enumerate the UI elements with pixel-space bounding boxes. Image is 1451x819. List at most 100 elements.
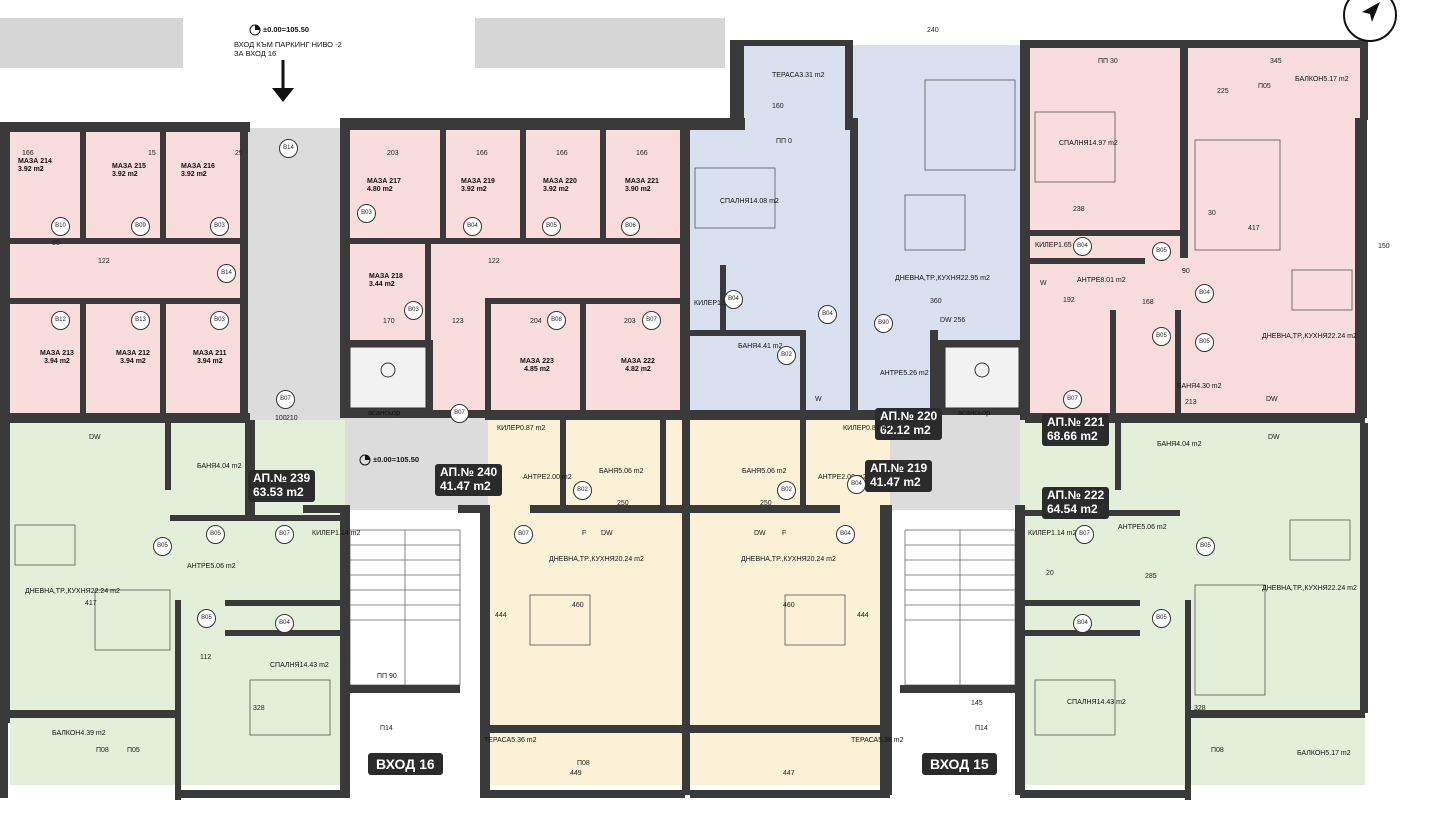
elevator-label-right: асансьор	[958, 408, 991, 417]
door-tag: B07	[276, 390, 295, 409]
window-tag: П14	[975, 725, 988, 732]
dim-label: 328	[1194, 705, 1206, 712]
dim-label: 240	[927, 27, 939, 34]
furniture	[14, 79, 1353, 736]
door-tag: B04	[847, 475, 866, 494]
dim-label: 204	[530, 318, 542, 325]
dim-label: 166	[636, 150, 648, 157]
stair-left	[349, 529, 461, 686]
room-bedroom-239: СПАЛНЯ14.43 m2	[270, 662, 329, 669]
dim-label: ПП 0	[776, 138, 792, 145]
door-tag: B05	[197, 609, 216, 628]
room-terrace-220: ТЕРАСА3.31 m2	[772, 72, 825, 79]
dim-label: ПП 30	[1098, 58, 1118, 65]
appliance-label: DW	[601, 530, 613, 537]
room-closet-240: КИЛЕР0.87 m2	[497, 425, 546, 432]
room-closet-239: КИЛЕР1.14 m2	[312, 530, 361, 537]
door-tag: B02	[777, 481, 796, 500]
door-tag: B09	[131, 217, 150, 236]
dim-label: 238	[1073, 206, 1085, 213]
appliance-label: DW	[89, 434, 101, 441]
dim-label: 123	[452, 318, 464, 325]
room-balcony-221-top: БАЛКОН5.17 m2	[1295, 76, 1349, 83]
dim-label: 203	[387, 150, 399, 157]
door-tag: B03	[210, 311, 229, 330]
door-tag: B13	[131, 311, 150, 330]
room-hall-240: АНТРЕ2.00 m2	[523, 474, 572, 481]
storage-zone-left	[10, 130, 245, 415]
parking-note-line-1: ВХОД КЪМ ПАРКИНГ НИВО -2	[234, 40, 342, 49]
level-marker-symbols	[249, 24, 371, 466]
door-tag: B04	[463, 217, 482, 236]
dim-label: 203	[624, 318, 636, 325]
door-tag: B14	[279, 139, 298, 158]
room-bath-240: БАНЯ5.06 m2	[599, 468, 644, 475]
window-tag: П08	[577, 760, 590, 767]
room-closet-221: КИЛЕР1.65	[1035, 242, 1072, 249]
dim-label: 328	[253, 705, 265, 712]
door-tag: B03	[357, 204, 376, 223]
dim-label: 122	[488, 258, 500, 265]
elevator-left	[343, 340, 433, 415]
level-marker-middle: ±0.00=105.50	[373, 455, 420, 464]
room-bedroom-221: СПАЛНЯ14.97 m2	[1059, 140, 1118, 147]
dim-label: 25	[235, 150, 243, 157]
room-closet-222: КИЛЕР1.14 m2	[1028, 530, 1077, 537]
appliance-label: W	[815, 396, 822, 403]
room-terrace-219: ТЕРАСА5.36 m2	[851, 737, 904, 744]
entrance-16: ВХОД 16	[368, 753, 443, 775]
door-tag: B08	[547, 311, 566, 330]
appliance-label: DW 256	[940, 317, 966, 324]
door-tag: B05	[542, 217, 561, 236]
entrance-15: ВХОД 15	[922, 753, 997, 775]
dim-label: 166	[476, 150, 488, 157]
dim-label: 170	[383, 318, 395, 325]
door-tag: B02	[573, 481, 592, 500]
dim-label: 168	[1142, 299, 1154, 306]
dim-label: 360	[930, 298, 942, 305]
dim-label: ПП 90	[377, 673, 397, 680]
room-closet-219: КИЛЕР0.87 m2	[843, 425, 892, 432]
dim-label: 150	[1378, 243, 1390, 250]
dim-label: 210	[286, 415, 298, 422]
room-bath-219: БАНЯ5.06 m2	[742, 468, 787, 475]
dim-label: 285	[1145, 573, 1157, 580]
dim-label: 444	[857, 612, 869, 619]
appliance-label: F	[782, 530, 787, 537]
room-living-222: ДНЕВНА,ТР.,КУХНЯ22.24 m2	[1262, 585, 1357, 592]
dim-label: 250	[617, 500, 629, 507]
room-hall-222: АНТРЕ5.06 m2	[1118, 524, 1167, 531]
elevator-right	[938, 340, 1026, 415]
room-terrace-240: ТЕРАСА5.36 m2	[484, 737, 537, 744]
room-hall-221: АНТРЕ8.01 m2	[1077, 277, 1126, 284]
dim-label: 15	[148, 150, 156, 157]
ground-patch-left	[0, 18, 183, 68]
door-tag: B07	[1063, 390, 1082, 409]
dim-label: 417	[1248, 225, 1260, 232]
stair-right	[904, 529, 1016, 686]
apt-220-upper	[740, 45, 1025, 130]
room-living-221: ДНЕВНА,ТР.,КУХНЯ22.24 m2	[1262, 333, 1357, 340]
dim-label: 460	[783, 602, 795, 609]
room-living-240: ДНЕВНА,ТР.,КУХНЯ20.24 m2	[549, 556, 644, 563]
walls	[0, 40, 1368, 800]
room-hall-220: АНТРЕ5.26 m2	[880, 370, 929, 377]
door-tag: B07	[514, 525, 533, 544]
room-bedroom-222: СПАЛНЯ14.43 m2	[1067, 699, 1126, 706]
dim-label: 444	[495, 612, 507, 619]
dim-label: 225	[1217, 88, 1229, 95]
dim-label: 160	[772, 103, 784, 110]
north-compass	[1343, 0, 1397, 42]
door-tag: B05	[1152, 609, 1171, 628]
parking-entrance-arrow	[272, 60, 294, 102]
room-bath-222: БАНЯ4.04 m2	[1157, 441, 1202, 448]
